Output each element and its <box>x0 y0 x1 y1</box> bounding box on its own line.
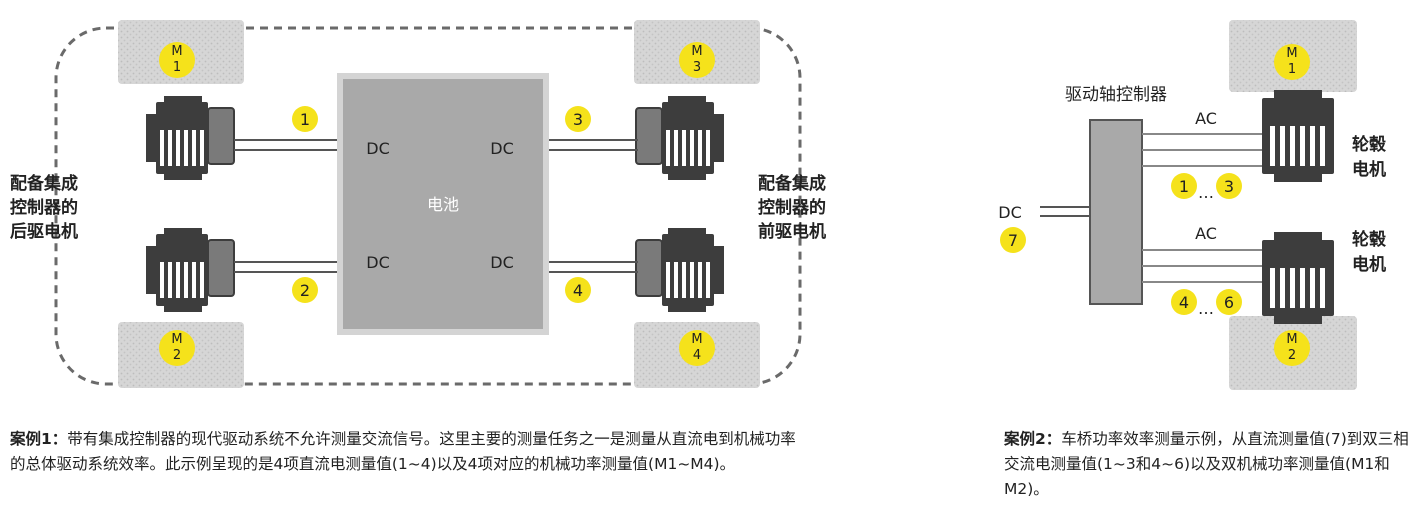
rear-motor-label: 后驱电机 <box>10 221 78 242</box>
dc-label: DC <box>490 253 514 272</box>
marker-3: 3 <box>565 106 591 132</box>
svg-text:1: 1 <box>1179 177 1189 196</box>
wheel-label: 1 <box>173 60 181 75</box>
rear-motor-label: 控制器的 <box>10 197 78 218</box>
dc-label: DC <box>366 139 390 158</box>
svg-text:6: 6 <box>1224 293 1234 312</box>
case2-caption-text: 车桥功率效率测量示例，从直流测量值(7)到双三相交流电测量值(1~3和4~6)以… <box>1004 430 1409 498</box>
case1-caption: 案例1：带有集成控制器的现代驱动系统不允许测量交流信号。这里主要的测量任务之一是… <box>10 427 810 477</box>
wheel-label: 3 <box>693 60 701 75</box>
dc-label: DC <box>366 253 390 272</box>
svg-text:…: … <box>1198 299 1214 318</box>
case2-caption: 案例2：车桥功率效率测量示例，从直流测量值(7)到双三相交流电测量值(1~3和4… <box>1004 427 1414 502</box>
wheel-label: 2 <box>1288 348 1296 363</box>
dc-input-label: DC <box>998 203 1022 222</box>
svg-text:3: 3 <box>1224 177 1234 196</box>
motor-rear-right <box>145 227 235 313</box>
ac-lines <box>1142 133 1262 283</box>
hub-motor-label: 电机 <box>1352 159 1386 180</box>
wheel-marker <box>159 42 195 78</box>
front-motor-label: 配备集成 <box>758 173 826 194</box>
hub-motor-top <box>1262 90 1334 182</box>
wheel-marker <box>159 330 195 366</box>
wheel-label: M <box>691 332 702 347</box>
wheel-label: 2 <box>173 348 181 363</box>
motor-rear-left <box>145 95 235 181</box>
wheel-marker <box>679 330 715 366</box>
case1-caption-text: 带有集成控制器的现代驱动系统不允许测量交流信号。这里主要的测量任务之一是测量从直… <box>10 430 796 473</box>
hub-motor-label: 轮毂 <box>1352 134 1386 155</box>
wheel-m3: M 3 <box>634 20 760 84</box>
motor-front-right <box>635 227 725 313</box>
wheel-label: M <box>171 332 182 347</box>
svg-text:3: 3 <box>573 110 583 129</box>
battery-label: 电池 <box>427 195 459 214</box>
marker-7: 7 <box>1000 227 1026 253</box>
marker-2: 2 <box>292 277 318 303</box>
battery <box>337 73 549 335</box>
wheel-label: M <box>691 44 702 59</box>
wheel-label: 4 <box>693 348 701 363</box>
marker-range-4-6: 4 … 6 <box>1171 289 1242 318</box>
dc-label: DC <box>490 139 514 158</box>
svg-text:1: 1 <box>300 110 310 129</box>
wheel-label: 1 <box>1288 62 1296 77</box>
motor-front-left <box>635 95 725 181</box>
marker-4: 4 <box>565 277 591 303</box>
svg-text:4: 4 <box>1179 293 1189 312</box>
svg-text:…: … <box>1198 183 1214 202</box>
wheel-m4: M 4 <box>634 322 760 388</box>
wheel-m2-case2: M 2 <box>1229 316 1357 390</box>
case2-caption-title: 案例2： <box>1004 430 1062 448</box>
wheel-label: M <box>1286 332 1297 347</box>
case1-diagram: M 1 M 3 M 2 M 4 <box>10 20 826 388</box>
front-motor-label: 前驱电机 <box>758 221 826 242</box>
svg-text:2: 2 <box>300 281 310 300</box>
vehicle-outline <box>54 26 802 386</box>
marker-1: 1 <box>292 106 318 132</box>
wheel-m1-case2: M 1 <box>1229 20 1357 92</box>
svg-text:4: 4 <box>573 281 583 300</box>
hub-motor-label: 轮毂 <box>1352 229 1386 250</box>
axle-controller-label: 驱动轴控制器 <box>1065 85 1167 105</box>
rear-motor-label: 配备集成 <box>10 173 78 194</box>
front-motor-label: 控制器的 <box>758 197 826 218</box>
wheel-label: M <box>171 44 182 59</box>
ac-label: AC <box>1195 109 1217 128</box>
hub-motor-label: 电机 <box>1352 254 1386 275</box>
svg-text:7: 7 <box>1008 231 1018 250</box>
dc-input-lines <box>1040 206 1090 217</box>
case2-diagram: M 1 M 2 驱动轴控制器 AC AC D <box>998 20 1386 390</box>
wheel-m2: M 2 <box>118 322 244 388</box>
wheel-marker <box>679 42 715 78</box>
hub-motor-bottom <box>1262 232 1334 324</box>
marker-range-1-3: 1 … 3 <box>1171 173 1242 202</box>
wheel-label: M <box>1286 46 1297 61</box>
diagram-canvas: M 1 M 3 M 2 M 4 <box>10 20 1386 390</box>
case1-caption-title: 案例1： <box>10 430 68 448</box>
dc-lines <box>234 139 638 273</box>
ac-label: AC <box>1195 224 1217 243</box>
wheel-m1: M 1 <box>118 20 244 84</box>
axle-controller <box>1089 119 1143 305</box>
